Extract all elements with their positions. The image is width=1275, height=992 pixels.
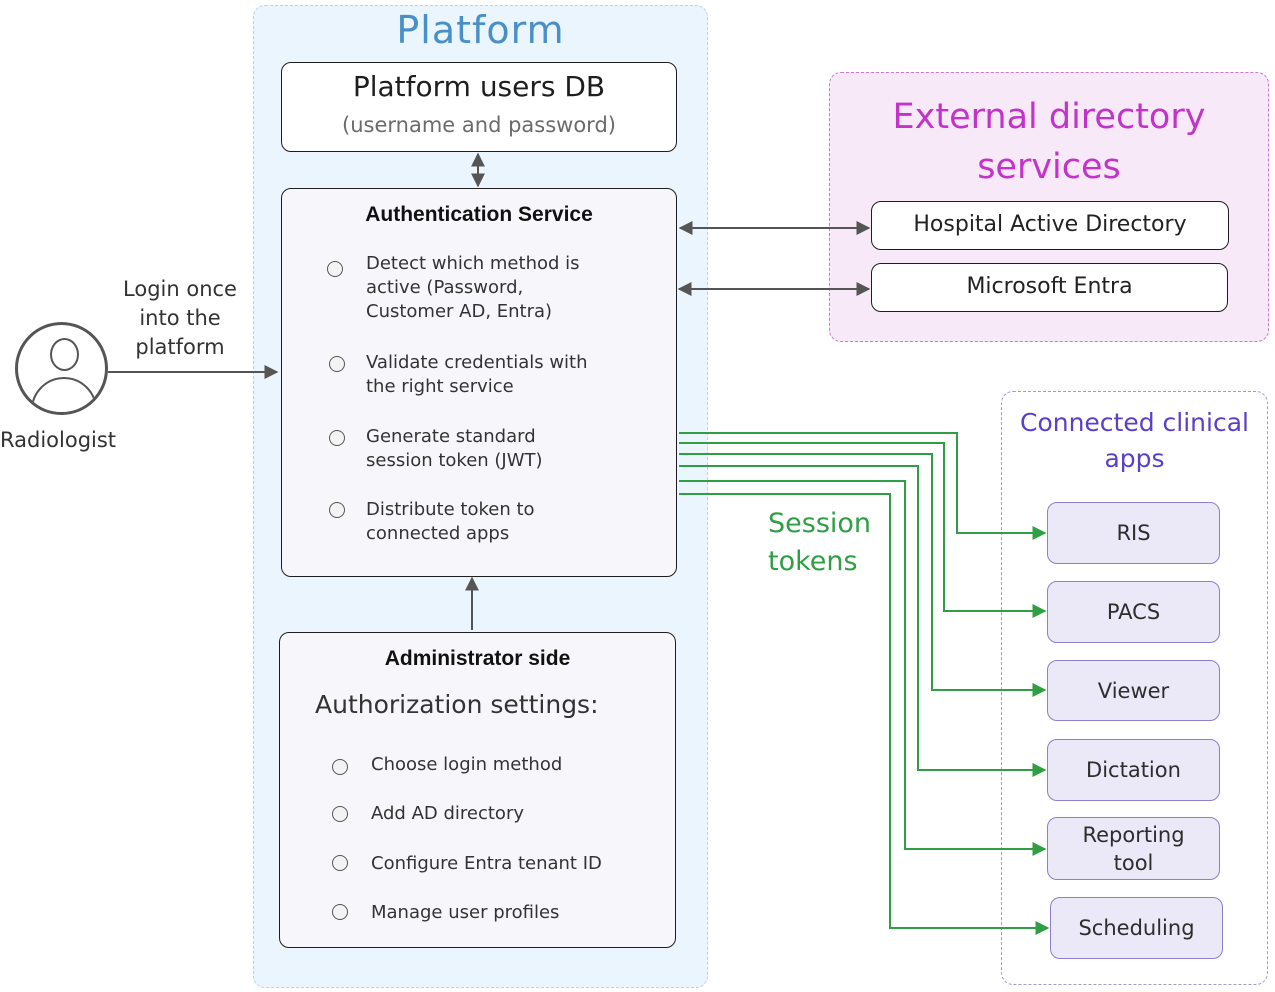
radio-circle-icon <box>329 356 345 372</box>
app-viewer: Viewer <box>1047 660 1220 721</box>
app-dictation: Dictation <box>1047 739 1220 801</box>
auth-step-item: Validate credentials with the right serv… <box>366 352 588 397</box>
authorization-settings-heading: Authorization settings: <box>315 690 599 719</box>
admin-setting-item: Add AD directory <box>371 803 524 824</box>
platform-users-db-box <box>281 62 677 152</box>
radio-circle-icon <box>329 502 345 518</box>
user-avatar-icon <box>15 322 108 415</box>
hospital-active-directory-box: Hospital Active Directory <box>871 201 1229 250</box>
microsoft-entra-box: Microsoft Entra <box>871 263 1228 312</box>
admin-setting-item: Choose login method <box>371 754 563 775</box>
login-once-label: Login once into the platform <box>123 277 237 359</box>
avatar-head-shape <box>50 338 79 371</box>
administrator-side-box <box>279 632 676 948</box>
radio-circle-icon <box>332 806 348 822</box>
token-arrow-scheduling <box>679 493 1050 935</box>
authentication-service-box <box>281 188 677 577</box>
app-pacs: PACS <box>1047 581 1220 643</box>
connected-apps-title: Connected clinical apps <box>1019 408 1249 473</box>
authentication-service-title: Authentication Service <box>365 203 593 226</box>
auth-step-item: Distribute token to connected apps <box>366 499 535 544</box>
platform-title: Platform <box>396 8 565 52</box>
connected-apps-region <box>1001 391 1268 985</box>
radio-circle-icon <box>327 261 343 277</box>
token-arrow-pacs <box>679 442 1047 618</box>
app-scheduling: Scheduling <box>1050 897 1223 959</box>
admin-setting-item: Manage user profiles <box>371 902 560 923</box>
external-directory-title: External directory services <box>892 97 1206 187</box>
auth-step-item: Detect which method is active (Password,… <box>366 253 580 322</box>
token-arrow-reporting <box>679 480 1047 856</box>
radio-circle-icon <box>329 430 345 446</box>
admin-setting-item: Configure Entra tenant ID <box>371 853 602 874</box>
administrator-side-title: Administrator side <box>384 647 571 670</box>
radio-circle-icon <box>332 904 348 920</box>
app-ris: RIS <box>1047 502 1220 564</box>
app-reporting-tool: Reporting tool <box>1047 817 1220 880</box>
token-arrow-dictation <box>679 465 1047 777</box>
radio-circle-icon <box>332 855 348 871</box>
session-tokens-label: Session tokens <box>768 508 872 577</box>
auth-step-item: Generate standard session token (JWT) <box>366 426 543 471</box>
radiologist-label: Radiologist <box>0 428 117 452</box>
radio-circle-icon <box>332 759 348 775</box>
token-arrow-viewer <box>679 453 1047 697</box>
token-arrow-ris <box>679 432 1047 540</box>
users-db-title: Platform users DB <box>352 70 606 103</box>
users-db-subtitle: (username and password) <box>342 113 616 137</box>
